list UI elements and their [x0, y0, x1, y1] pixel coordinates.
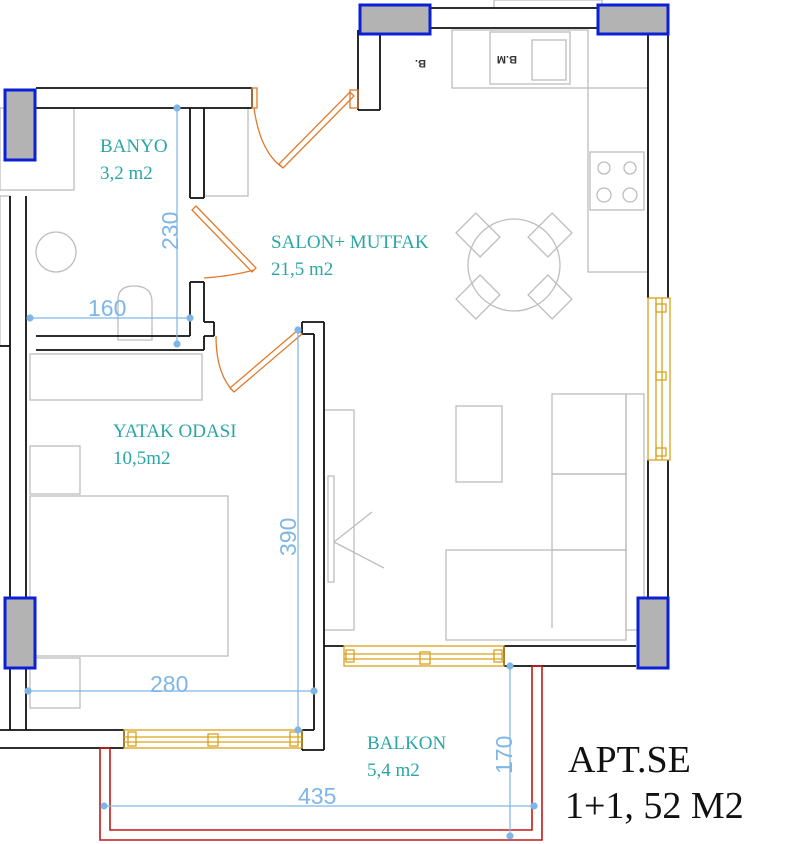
dimension-banyo-height: 230 [157, 212, 183, 250]
doors [191, 87, 359, 393]
bathroom-door [191, 205, 257, 279]
sofa-seat [551, 393, 627, 475]
walls [0, 7, 669, 751]
room-name-salon: SALON+ MUTFAK [271, 232, 429, 253]
room-name-balkon: BALKON [367, 733, 446, 754]
dimension-lines [24, 104, 538, 840]
dining-chair [527, 274, 573, 320]
columns [3, 3, 670, 670]
bathroom-shelf [203, 107, 249, 197]
plan-subtitle: 1+1, 52 M2 [565, 785, 744, 827]
entrance-door [251, 87, 359, 169]
furniture [0, 0, 649, 709]
sofa-seat [551, 473, 627, 551]
burner [623, 161, 637, 175]
windows [123, 297, 671, 749]
washbasin [35, 231, 77, 273]
column [3, 596, 37, 670]
room-area-salon: 21,5 m2 [271, 259, 333, 280]
upper-cabinet [493, 0, 603, 9]
sofa-chaise [445, 549, 627, 641]
dimension-yatak-width: 280 [150, 671, 188, 697]
living-window [647, 297, 671, 461]
sink [489, 31, 571, 85]
room-area-yatak: 10,5m2 [113, 448, 171, 469]
nightstand [29, 657, 81, 709]
room-area-banyo: 3,2 m2 [100, 163, 153, 184]
washer-label: B. [415, 57, 426, 69]
column [358, 3, 432, 36]
sink-bowl [531, 39, 567, 81]
balcony-railing [99, 665, 543, 841]
burner [597, 161, 611, 175]
burner [622, 187, 638, 203]
plan-title: APT.SE [568, 739, 691, 781]
stove [589, 151, 645, 211]
room-name-yatak: YATAK ODASI [113, 421, 237, 442]
wall-niche [0, 195, 11, 347]
dimension-balkon-width: 435 [298, 783, 336, 809]
toilet [117, 285, 153, 341]
coffee-table [455, 405, 503, 483]
column [596, 3, 670, 36]
sofa-back [625, 393, 645, 631]
nightstand [29, 445, 81, 495]
room-name-banyo: BANYO [100, 136, 168, 157]
dishwasher-label: B.M [497, 53, 517, 65]
bedroom-window [123, 729, 303, 749]
column [636, 596, 670, 670]
room-area-balkon: 5,4 m2 [367, 760, 420, 781]
column [3, 88, 37, 162]
dimension-yatak-height: 390 [275, 518, 301, 556]
wardrobe [29, 353, 203, 401]
dimension-banyo-width: 160 [88, 295, 126, 321]
dimension-balkon-height: 170 [491, 736, 517, 774]
balcony-door [343, 645, 505, 667]
tv [327, 475, 335, 583]
burner [596, 187, 612, 203]
bed [29, 495, 229, 657]
dining-table [467, 218, 561, 312]
bedroom-door [215, 329, 303, 393]
dining-chair [455, 274, 501, 320]
dining-chair [455, 212, 501, 258]
dining-chair [527, 212, 573, 258]
kitchen-counter-side [587, 87, 649, 273]
kitchen-counter-top [451, 29, 589, 89]
